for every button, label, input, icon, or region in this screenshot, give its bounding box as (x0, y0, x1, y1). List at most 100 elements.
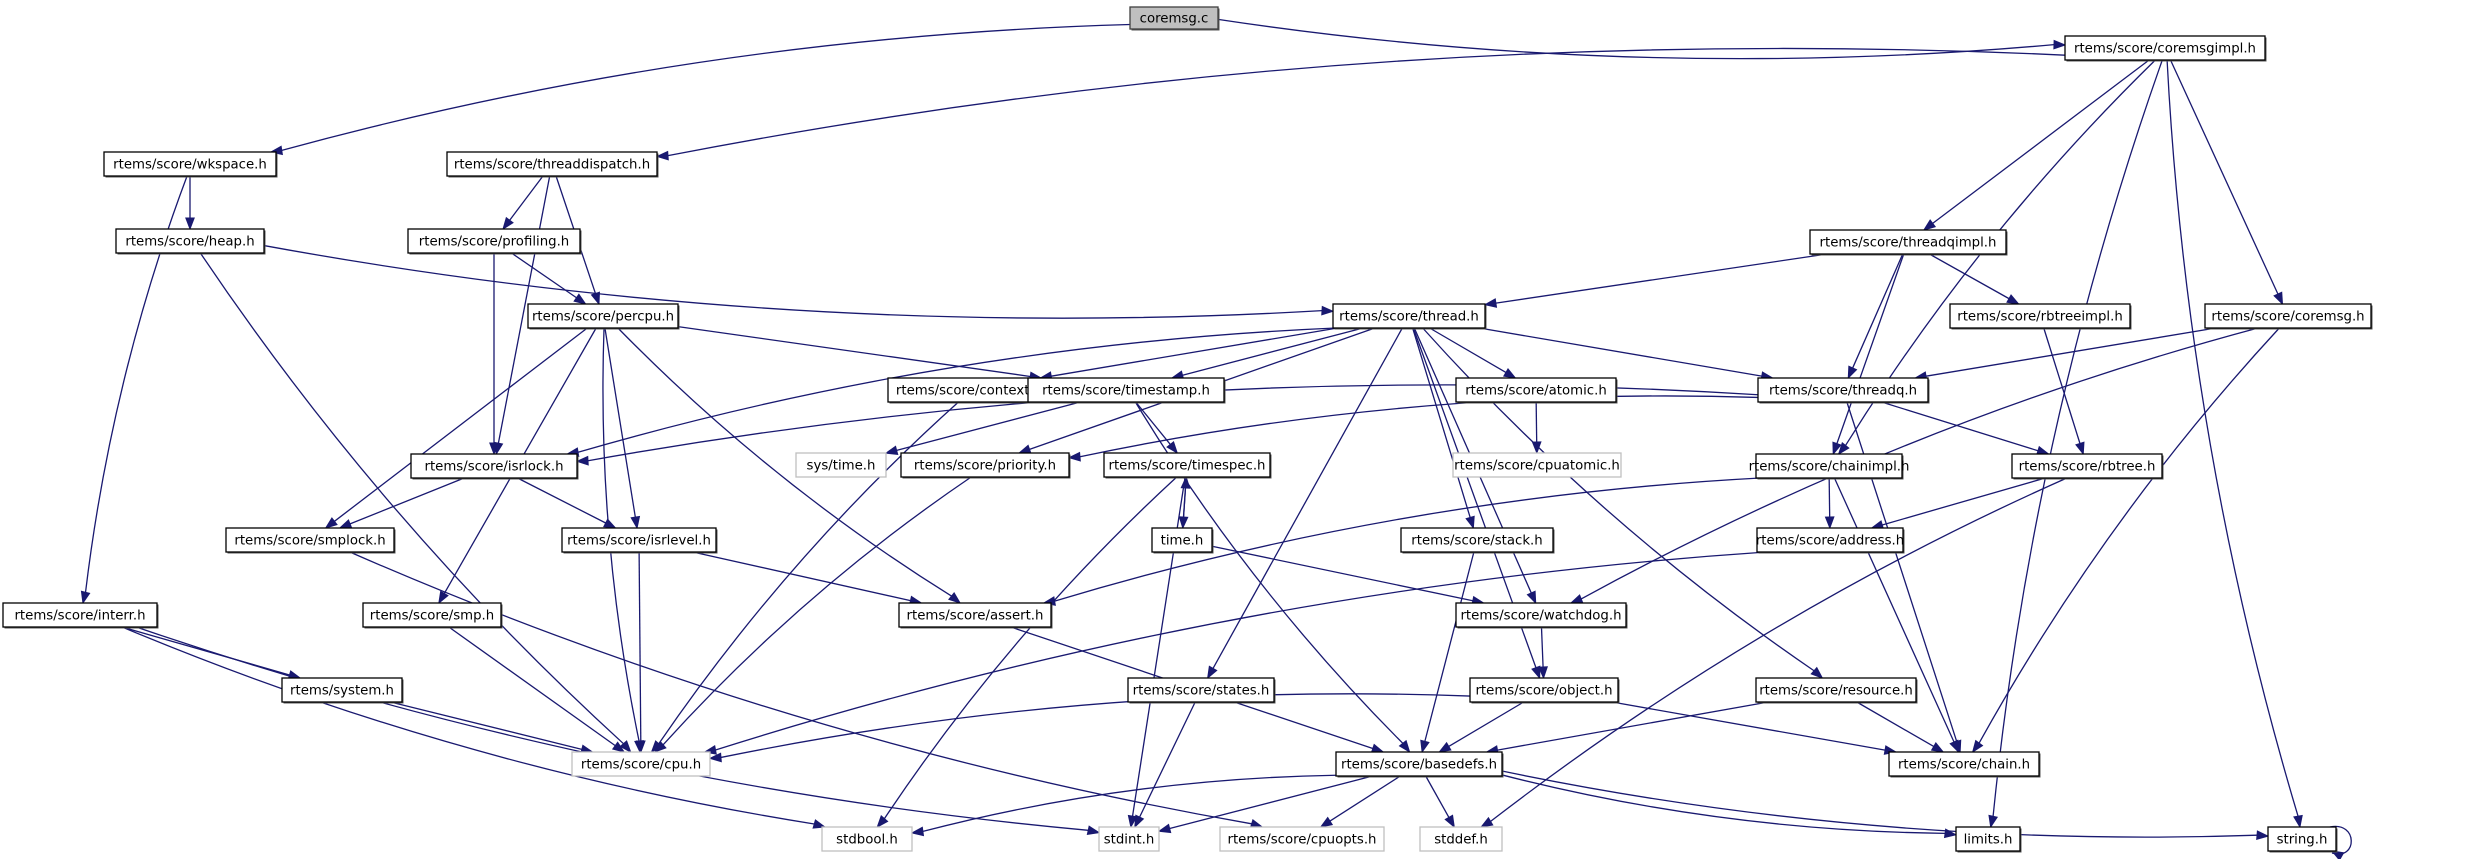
node-timestamp[interactable]: rtems/score/timestamp.h (1027, 377, 1226, 404)
node-object[interactable]: rtems/score/object.h (1469, 677, 1620, 704)
edge-arrowhead (1134, 814, 1145, 829)
node-time-h[interactable]: time.h (1151, 527, 1214, 554)
node-label: rtems/score/threadqimpl.h (1820, 236, 1997, 251)
node-basedefs[interactable]: rtems/score/basedefs.h (1335, 751, 1504, 778)
node-box (1949, 303, 2131, 329)
edge-timestamp-to-timespec (1135, 401, 1179, 455)
node-chain[interactable]: rtems/score/chain.h (1888, 751, 2041, 778)
node-box (1888, 751, 2040, 777)
node-label: rtems/score/atomic.h (1465, 384, 1607, 399)
node-chainimpl[interactable]: rtems/score/chainimpl.h (1749, 453, 1910, 480)
node-stack[interactable]: rtems/score/stack.h (1400, 527, 1555, 554)
node-coremsg-h[interactable]: rtems/score/coremsg.h (2204, 303, 2373, 330)
edge-thread-to-context (1038, 327, 1338, 381)
node-rbtree[interactable]: rtems/score/rbtree.h (2011, 453, 2164, 480)
node-system[interactable]: rtems/system.h (281, 677, 404, 704)
node-profiling[interactable]: rtems/score/profiling.h (407, 228, 582, 255)
node-threaddispatch[interactable]: rtems/score/threaddispatch.h (446, 151, 659, 178)
node-label: rtems/score/smplock.h (234, 534, 385, 549)
edge-line (1846, 401, 1958, 742)
edges-layer (80, 18, 2352, 859)
edge-line (617, 327, 952, 597)
nodes-layer: coremsg.c rtems/score/coremsgimpl.h rtems/… (2, 6, 2373, 853)
node-smp[interactable]: rtems/score/smp.h (362, 602, 503, 629)
node-string[interactable]: string.h (2267, 826, 2338, 853)
edge-arrowhead (1067, 451, 1081, 462)
edge-line (1932, 59, 2150, 224)
node-box (900, 452, 1070, 478)
edge-coremsgimpl-to-limits (1988, 59, 2163, 829)
edge-line (349, 551, 1252, 825)
node-label: rtems/score/timespec.h (1109, 459, 1266, 474)
node-box (103, 151, 277, 177)
node-coremsgimpl[interactable]: rtems/score/coremsgimpl.h (2064, 35, 2267, 62)
edge-line (121, 626, 290, 676)
node-label: rtems/score/chain.h (1898, 758, 2030, 773)
node-states[interactable]: rtems/score/states.h (1127, 677, 1276, 704)
node-isrlock[interactable]: rtems/score/isrlock.h (410, 453, 579, 480)
edge-line (2169, 59, 2279, 295)
edge-profiling-to-percpu (511, 252, 587, 305)
node-limits[interactable]: limits.h (1955, 826, 2022, 853)
edge-arrowhead (1971, 739, 1984, 754)
node-box (1755, 453, 1903, 479)
node-rbtreeimpl[interactable]: rtems/score/rbtreeimpl.h (1949, 303, 2132, 330)
node-stddef: stddef.h (1419, 826, 1503, 852)
node-thread[interactable]: rtems/score/thread.h (1332, 303, 1487, 330)
node-box (527, 303, 679, 329)
edge-timespec-to-stdbool (876, 476, 1178, 829)
edge-arrowhead (590, 291, 600, 306)
node-address[interactable]: rtems/score/address.h (1756, 527, 1905, 554)
edge-thread-to-timestamp (1170, 327, 1364, 380)
edge-stack-to-basedefs (1420, 551, 1475, 754)
node-box (1455, 377, 1617, 403)
edge-line (662, 476, 972, 746)
edge-arrowhead (1824, 516, 1835, 530)
edge-basedefs-to-stdbool (910, 774, 1337, 837)
edge-line (497, 175, 551, 444)
edge-arrowhead (1206, 665, 1218, 680)
node-label: rtems/score/resource.h (1759, 684, 1913, 699)
edge-line (1856, 701, 1935, 748)
node-threadq[interactable]: rtems/score/threadq.h (1757, 377, 1930, 404)
edge-arrowhead (2293, 814, 2303, 829)
edge-coremsg_h-to-threadq (1913, 327, 2216, 381)
node-assert[interactable]: rtems/score/assert.h (898, 602, 1053, 629)
node-box (898, 602, 1052, 628)
edge-line (1429, 327, 1507, 374)
node-label: rtems/score/rbtree.h (2019, 460, 2156, 475)
node-resource[interactable]: rtems/score/resource.h (1755, 677, 1918, 704)
node-heap[interactable]: rtems/score/heap.h (115, 228, 266, 255)
node-label: time.h (1161, 534, 1204, 549)
node-threadqimpl[interactable]: rtems/score/threadqimpl.h (1809, 229, 2008, 256)
node-box (1332, 303, 1486, 329)
edge-object-to-chain (1611, 701, 1898, 755)
node-label: coremsg.c (1140, 12, 1209, 27)
edge-coremsgimpl-to-string (2166, 59, 2303, 829)
node-smplock[interactable]: rtems/score/smplock.h (225, 527, 396, 554)
edge-line (334, 327, 588, 522)
edge-atomic-to-cpuatomic (1531, 401, 1542, 455)
edge-line (1135, 401, 1171, 445)
edge-arrowhead (1531, 441, 1542, 455)
node-percpu[interactable]: rtems/score/percpu.h (527, 303, 680, 330)
node-timespec[interactable]: rtems/score/timespec.h (1103, 452, 1272, 479)
node-label: rtems/score/threaddispatch.h (454, 158, 650, 173)
node-wkspace[interactable]: rtems/score/wkspace.h (103, 151, 278, 178)
node-context[interactable]: rtems/score/context.h (887, 377, 1052, 404)
edge-line (135, 626, 1089, 831)
node-label: rtems/score/cpu.h (581, 758, 701, 773)
node-coremsg-c[interactable]: coremsg.c (1129, 6, 1220, 31)
edge-line (692, 551, 911, 602)
edge-basedefs-to-stdint (1157, 775, 1373, 834)
node-atomic[interactable]: rtems/score/atomic.h (1455, 377, 1618, 404)
node-interr[interactable]: rtems/score/interr.h (2, 602, 159, 629)
node-stdint: stdint.h (1098, 826, 1160, 852)
node-watchdog[interactable]: rtems/score/watchdog.h (1455, 602, 1628, 629)
node-priority[interactable]: rtems/score/priority.h (900, 452, 1071, 479)
node-isrlevel[interactable]: rtems/score/isrlevel.h (561, 527, 718, 554)
node-label: stdint.h (1104, 833, 1155, 848)
edge-threadq-to-priority (1067, 395, 1759, 462)
edge-line (1497, 701, 1769, 751)
node-box (446, 151, 658, 177)
